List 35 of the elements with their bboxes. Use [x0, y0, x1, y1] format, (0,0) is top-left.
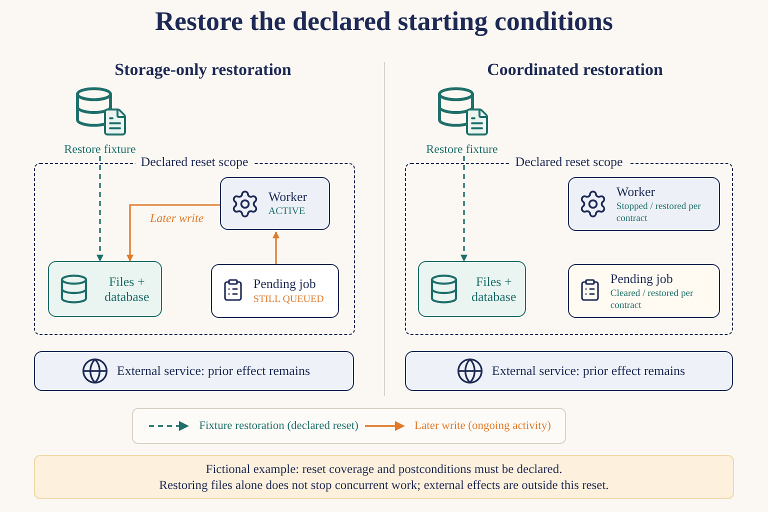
- worker-box: [568, 177, 720, 232]
- diagram-title: Restore the declared starting conditions: [154, 6, 614, 37]
- node-title: Worker: [268, 188, 308, 204]
- storage-box: [418, 261, 526, 318]
- storage-box: [48, 261, 162, 318]
- status-text: STILL QUEUED: [253, 294, 325, 306]
- node-title: Pending job: [253, 276, 317, 292]
- arrow: [272, 231, 280, 265]
- scope-label: Declared reset scope: [509, 154, 629, 170]
- node-title: Worker: [616, 184, 656, 200]
- note-text: Fictional example: reset coverage and postconditions must be declared.: [206, 460, 562, 477]
- scope-label: Declared reset scope: [134, 154, 254, 170]
- node-caption: Restore fixture: [64, 142, 136, 157]
- dashed-arrow: [460, 156, 468, 262]
- arrow: [126, 204, 221, 262]
- node-caption: Restore fixture: [426, 142, 498, 157]
- status-text: Cleared / restored per contract: [610, 288, 694, 312]
- status-text: Stopped / restored per contract: [616, 201, 702, 226]
- job-box: [568, 264, 720, 318]
- external-service-box: [34, 351, 354, 391]
- node-title: Pending job: [610, 270, 674, 286]
- legend-text: Later write (ongoing activity): [414, 420, 551, 432]
- status-text: ACTIVE: [268, 206, 306, 219]
- worker-box: [220, 177, 330, 230]
- node-title: External service: prior effect remains: [492, 363, 686, 379]
- legend-text: Fixture restoration (declared reset): [199, 420, 358, 432]
- note-text: Restoring files alone does not stop concurrent work; external effects are outside this reset.: [159, 477, 609, 494]
- node-title: External service: prior effect remains: [116, 363, 310, 379]
- section-heading: Coordinated restoration: [486, 60, 664, 80]
- dashed-arrow: [96, 156, 104, 262]
- node-title: Files + database: [104, 274, 150, 305]
- node-title: Files + database: [470, 274, 518, 305]
- job-box: [211, 264, 340, 318]
- external-service-box: [405, 351, 733, 391]
- section-heading: Storage-only restoration: [114, 60, 292, 80]
